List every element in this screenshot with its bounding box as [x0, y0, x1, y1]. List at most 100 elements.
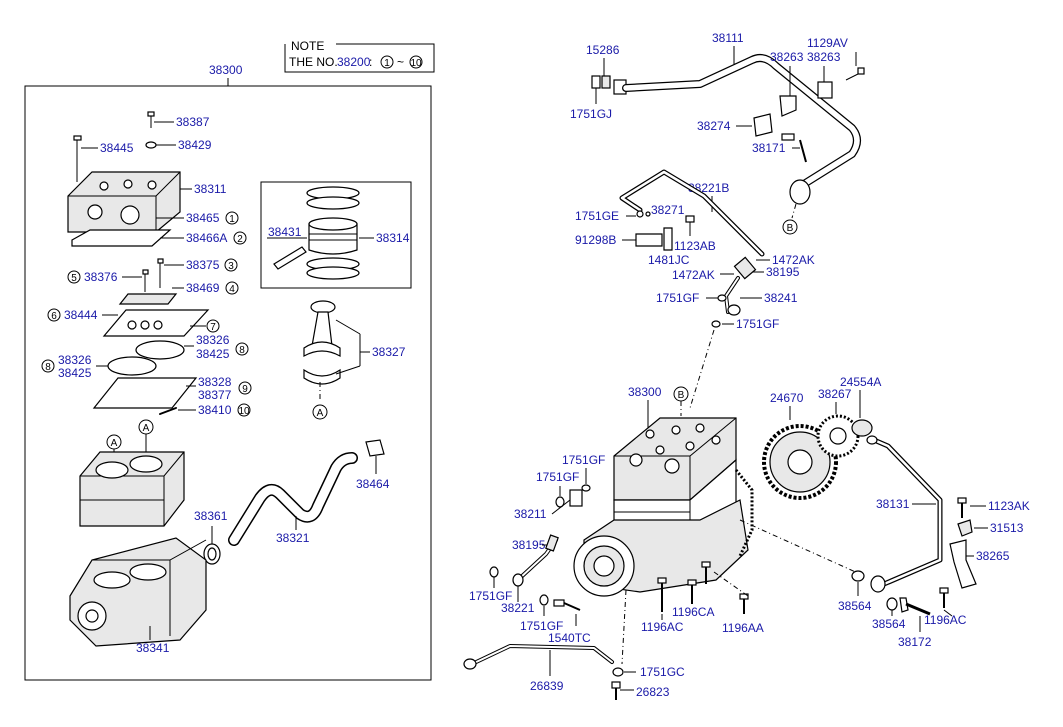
- note-part: 38200: [337, 55, 371, 69]
- label-91298b: 91298B: [575, 233, 616, 247]
- label-38564-b: 38564: [872, 617, 906, 631]
- label-38425-a: 38425: [196, 347, 230, 361]
- label-31513: 31513: [990, 521, 1024, 535]
- label-38464: 38464: [356, 477, 390, 491]
- label-1751gf-1: 1751GF: [656, 291, 699, 305]
- label-1472ak-a: 1472AK: [772, 253, 815, 267]
- label-1751gf-4: 1751GF: [536, 470, 579, 484]
- label-1751gj: 1751GJ: [570, 107, 612, 121]
- left-piston-parts: 38431 38314 38327 A: [260, 181, 412, 420]
- callout-4: 4: [229, 284, 235, 295]
- label-38300-box: 38300: [209, 63, 243, 77]
- callout-8-b: 8: [45, 362, 51, 373]
- label-38564-a: 38564: [838, 599, 872, 613]
- label-38387: 38387: [176, 115, 210, 129]
- label-38271: 38271: [651, 203, 685, 217]
- label-38263-a: 38263: [807, 50, 841, 64]
- label-38431: 38431: [268, 225, 302, 239]
- label-1751gf-5: 1751GF: [469, 589, 512, 603]
- label-38327: 38327: [372, 345, 406, 359]
- label-38326-a: 38326: [196, 333, 230, 347]
- label-38466a: 38466A: [186, 231, 227, 245]
- note-from: 1: [384, 58, 390, 69]
- oil-pipe-assembly: 38131 1123AK 31513 38265 38564 38564 381…: [838, 435, 1030, 649]
- callout-7: 7: [210, 322, 216, 333]
- label-38328: 38328: [198, 375, 232, 389]
- note-title: NOTE: [291, 39, 324, 53]
- label-38429: 38429: [178, 138, 212, 152]
- air-pipe-assembly: 15286 1751GJ B 38111 1129AV 38263 38263 …: [570, 31, 865, 235]
- note-tilde: ~: [397, 55, 404, 69]
- ref-a-cyl-2: A: [143, 423, 150, 434]
- callout-9: 9: [242, 384, 248, 395]
- label-1751gf-2: 1751GF: [736, 317, 779, 331]
- label-38326-b: 38326: [58, 353, 92, 367]
- callout-1: 1: [229, 214, 235, 225]
- label-38425-b: 38425: [58, 366, 92, 380]
- label-38300-right: 38300: [628, 385, 662, 399]
- label-38361: 38361: [194, 509, 228, 523]
- label-24554a: 24554A: [840, 375, 881, 389]
- label-38274: 38274: [697, 119, 731, 133]
- label-38377: 38377: [198, 388, 232, 402]
- label-38131: 38131: [876, 497, 910, 511]
- label-38195-a: 38195: [766, 265, 800, 279]
- label-38211: 38211: [514, 507, 547, 521]
- label-38465: 38465: [186, 211, 220, 225]
- left-lower-parts: A A 38321 38464 38361 38341: [69, 419, 390, 655]
- intermediate-pipe-assembly: 38221B 1751GE 38271 91298B 1123AB 1481JC…: [575, 169, 815, 409]
- gear-assembly: 24670 24554A 38267: [762, 375, 881, 500]
- label-26839: 26839: [530, 679, 564, 693]
- note-prefix: THE NO.: [289, 55, 338, 69]
- note-box: NOTE THE NO. 38200 : 1 ~ 10: [284, 39, 435, 73]
- label-1196aa: 1196AA: [722, 621, 764, 635]
- label-1123ab: 1123AB: [674, 239, 716, 253]
- callout-6: 6: [51, 311, 57, 322]
- label-1196ac-a: 1196AC: [641, 620, 684, 634]
- label-1751gc: 1751GC: [640, 665, 685, 679]
- compressor-assembly: 38300 B 1751GF 1751GF 38211 38195: [469, 385, 861, 665]
- label-24670: 24670: [770, 391, 804, 405]
- label-38410: 38410: [198, 403, 232, 417]
- callout-8-a: 8: [239, 345, 245, 356]
- left-top-parts: 38387 38429 38445 38311 38465 1 38466A 2…: [41, 111, 252, 417]
- ref-a-rod: A: [317, 408, 324, 419]
- label-38314: 38314: [376, 231, 410, 245]
- left-assembly-box: 38300: [24, 63, 432, 681]
- note-to: 10: [410, 58, 422, 69]
- label-1751ge: 1751GE: [575, 209, 619, 223]
- label-15286: 15286: [586, 43, 620, 57]
- label-38376: 38376: [84, 270, 118, 284]
- ref-a-cyl-1: A: [111, 438, 118, 449]
- label-38195-b: 38195: [512, 538, 546, 552]
- callout-2: 2: [237, 234, 243, 245]
- label-1196ac-b: 1196AC: [924, 613, 967, 627]
- label-38265: 38265: [976, 549, 1010, 563]
- label-1751gf-3: 1751GF: [562, 453, 605, 467]
- label-1196ca: 1196CA: [672, 605, 714, 619]
- callout-5: 5: [71, 273, 77, 284]
- label-38469: 38469: [186, 281, 220, 295]
- label-1129av: 1129AV: [807, 36, 848, 50]
- label-38221: 38221: [501, 601, 535, 615]
- ref-b-compressor: B: [678, 390, 685, 401]
- label-1472ak-b: 1472AK: [672, 268, 715, 282]
- label-38341: 38341: [136, 641, 170, 655]
- label-1123ak: 1123AK: [988, 499, 1030, 513]
- label-38445: 38445: [100, 141, 134, 155]
- ref-b-pipe: B: [787, 223, 794, 234]
- callout-10: 10: [238, 406, 250, 417]
- label-38172: 38172: [898, 635, 932, 649]
- callout-3: 3: [228, 261, 234, 272]
- label-38311: 38311: [194, 182, 227, 196]
- label-1481jc: 1481JC: [648, 253, 690, 267]
- label-38444: 38444: [64, 308, 98, 322]
- label-38241: 38241: [764, 291, 798, 305]
- bottom-pipe-assembly: 26839 1751GC 26823: [463, 644, 685, 700]
- label-38321: 38321: [276, 531, 310, 545]
- label-38171: 38171: [752, 141, 786, 155]
- label-1540tc: 1540TC: [548, 631, 591, 645]
- label-38267: 38267: [818, 387, 852, 401]
- note-sep: :: [369, 55, 372, 69]
